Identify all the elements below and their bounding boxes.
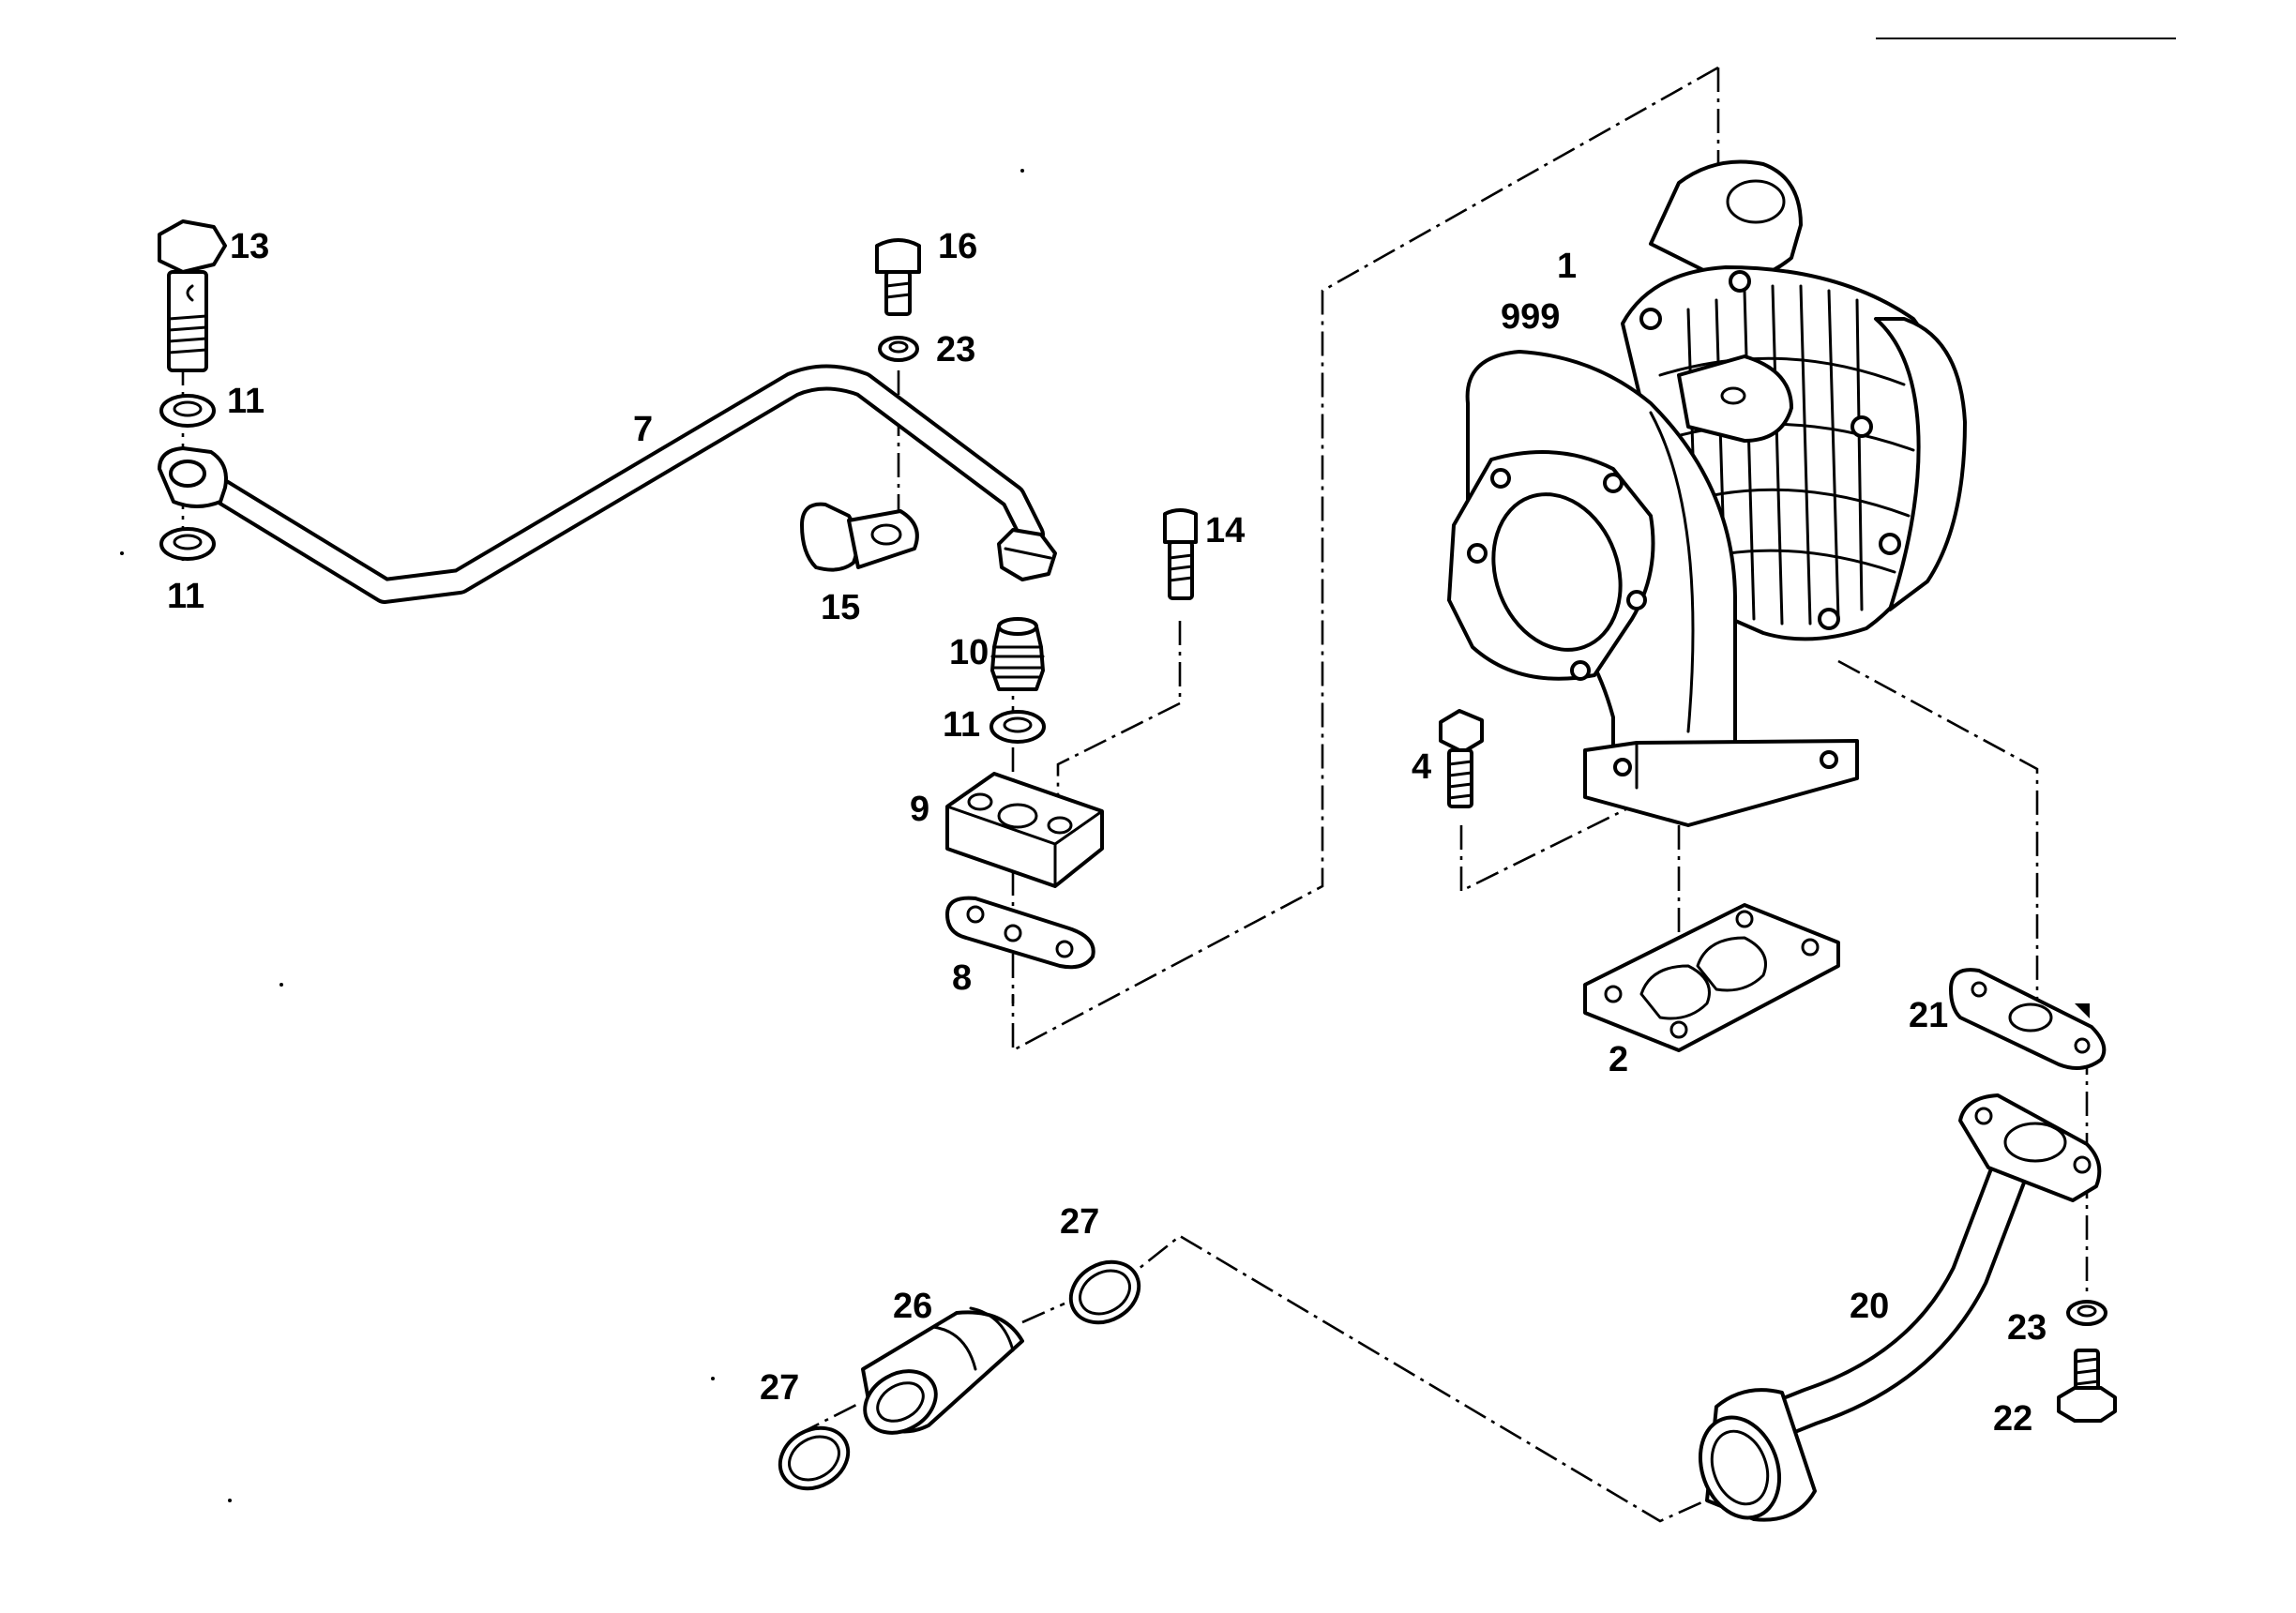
label-14: 14: [1205, 511, 1245, 550]
gasket-part-2: [1583, 903, 1840, 1052]
label-16: 16: [938, 227, 977, 266]
label-11-top: 11: [227, 382, 264, 421]
sleeve-part-26: [861, 1306, 1024, 1435]
label-2: 2: [1609, 1040, 1628, 1079]
oil-feed-pipe-part-7: [158, 364, 1057, 604]
label-26: 26: [893, 1287, 932, 1326]
label-10: 10: [949, 633, 989, 672]
label-22: 22: [1993, 1399, 2032, 1439]
label-21: 21: [1909, 996, 1948, 1035]
pipe-clamp-part-15: [800, 502, 919, 572]
washer-part-11-top: [159, 394, 216, 428]
union-fitting-part-10: [990, 617, 1045, 691]
banjo-bolt-part-13: [158, 219, 227, 372]
label-8: 8: [952, 958, 972, 998]
label-15: 15: [821, 588, 860, 627]
oil-return-pipe-part-20: [1698, 1093, 2102, 1522]
gasket-part-21: [1949, 968, 2107, 1070]
washer-part-11-union: [989, 710, 1046, 744]
bolt-part-14: [1163, 508, 1198, 600]
part-labels: 1 999 2 4 7 8 9 10 11 11 11 13 14 15 16 …: [167, 227, 2047, 1439]
label-999: 999: [1501, 297, 1560, 337]
o-ring-part-27-right: [1068, 1259, 1141, 1325]
label-23-top: 23: [936, 330, 975, 369]
scan-specks: [120, 38, 2176, 1502]
washer-part-11-bottom: [159, 527, 216, 561]
bolt-part-4: [1439, 709, 1484, 808]
bolt-part-16: [875, 238, 921, 316]
label-9: 9: [910, 790, 929, 829]
washer-part-23-top: [878, 336, 919, 362]
bolt-part-22: [2057, 1349, 2117, 1423]
flange-gasket-part-8: [945, 896, 1095, 970]
turbocharger-part-1: [1447, 159, 1967, 827]
label-13: 13: [230, 227, 269, 266]
washer-part-23-bottom: [2066, 1300, 2107, 1326]
adapter-block-part-9: [945, 772, 1104, 888]
label-4: 4: [1412, 747, 1431, 787]
label-20: 20: [1850, 1287, 1889, 1326]
label-27-right: 27: [1060, 1202, 1099, 1242]
label-7: 7: [633, 410, 653, 449]
label-11-union: 11: [943, 705, 980, 745]
o-ring-part-27-left: [778, 1425, 851, 1491]
label-1: 1: [1557, 247, 1577, 286]
label-27-left: 27: [760, 1368, 799, 1408]
label-23-bottom: 23: [2007, 1308, 2047, 1348]
label-11-bottom: 11: [167, 577, 204, 616]
